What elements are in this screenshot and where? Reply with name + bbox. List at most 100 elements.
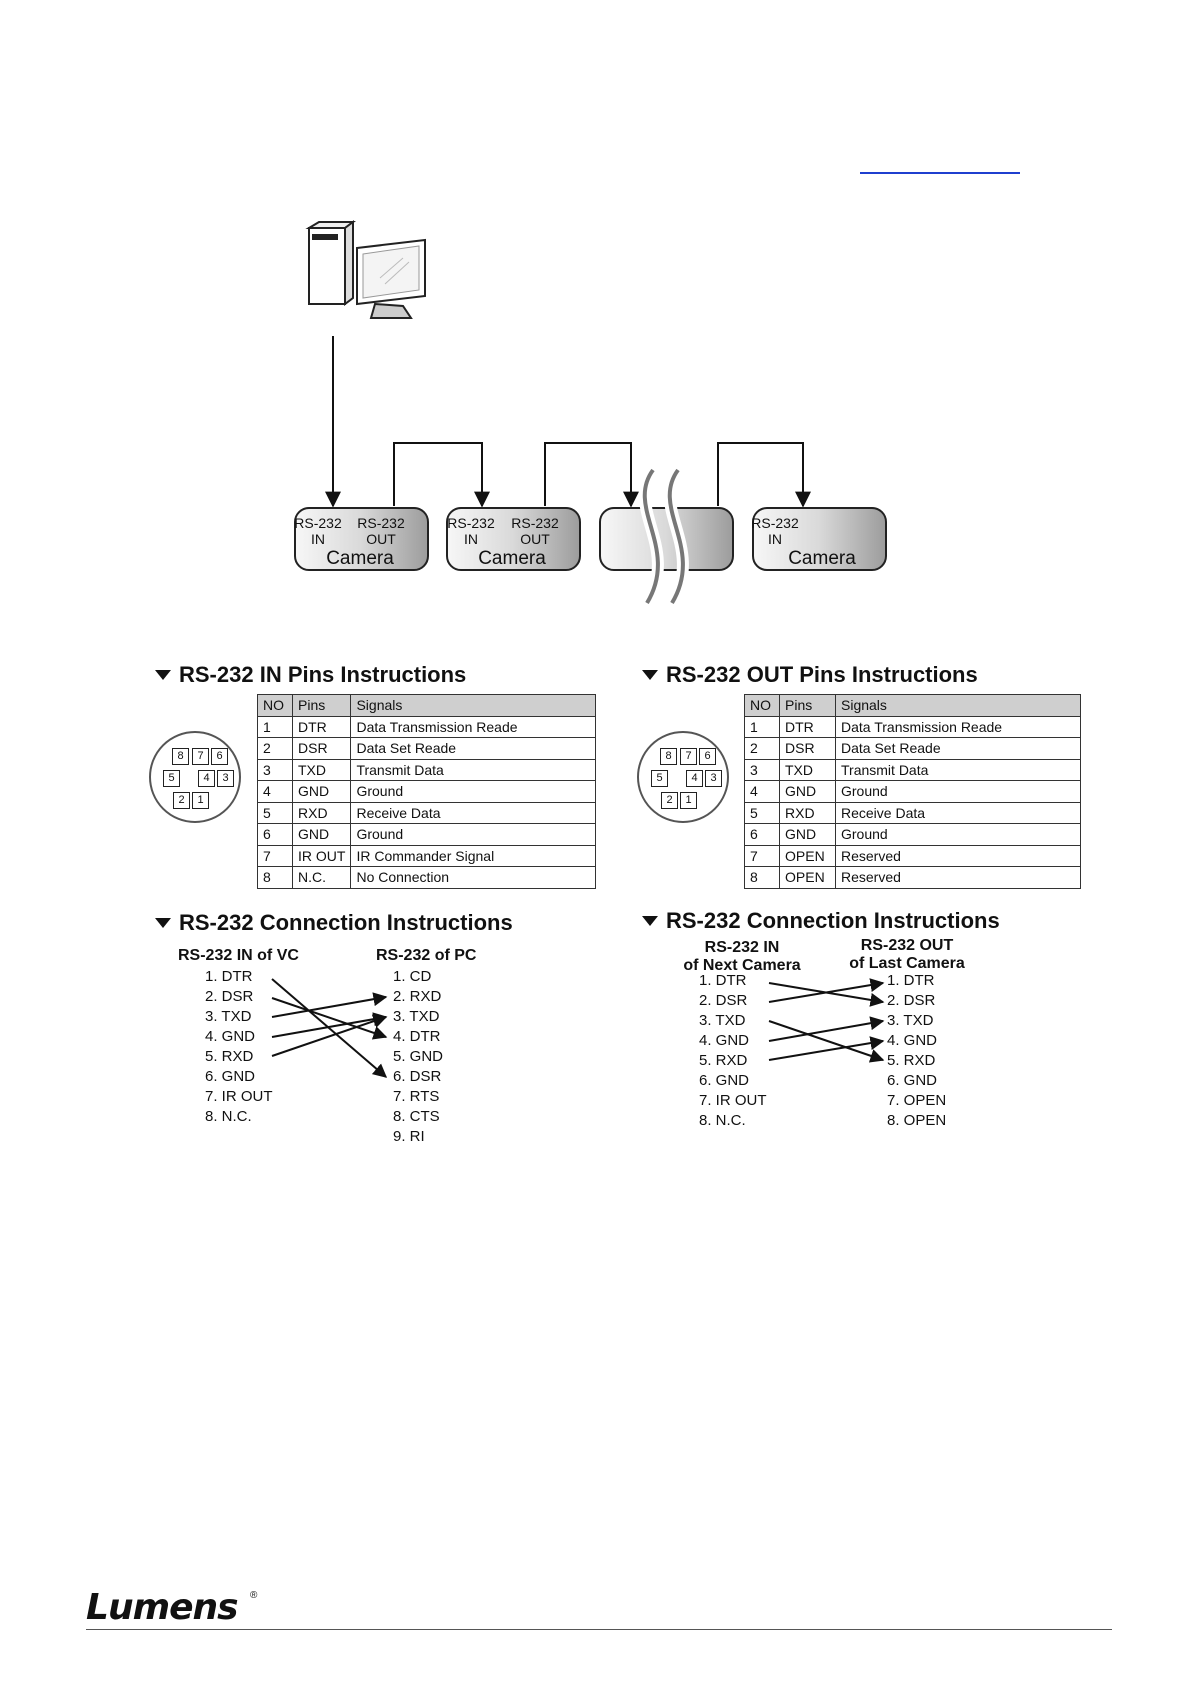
port-label: OUT xyxy=(366,531,396,547)
cell: Transmit Data xyxy=(835,758,1081,781)
footer-divider xyxy=(86,1629,1112,1630)
heading-line: RS-232 OUT xyxy=(860,937,954,954)
list-item: 1. CD xyxy=(393,968,432,985)
cell: OPEN xyxy=(779,866,836,889)
pc-column-heading: RS-232 of PC xyxy=(376,947,477,964)
cell: 5 xyxy=(257,801,293,824)
pc-pin-list: 1. CD 2. RXD 3. TXD 4. DTR 5. GND 6. DSR… xyxy=(393,967,443,1147)
pin-5: 5 xyxy=(651,770,668,787)
registered-mark: ® xyxy=(250,1590,258,1601)
port-label: RS-232 xyxy=(751,515,799,531)
list-item: 1. DTR xyxy=(205,968,253,985)
cell: 5 xyxy=(744,801,780,824)
header-cell: NO xyxy=(257,694,293,717)
header-cell: Signals xyxy=(835,694,1081,717)
cell: GND xyxy=(779,780,836,803)
port-label: RS-232 xyxy=(511,515,559,531)
list-item: 8. CTS xyxy=(393,1108,440,1125)
chain-to-last-camera-line xyxy=(717,442,811,508)
list-item: 1. DTR xyxy=(699,972,747,989)
rs232-out-connector-diagram: 8 7 6 5 4 3 2 1 xyxy=(637,731,729,823)
port-label: IN xyxy=(311,531,325,547)
cell: RXD xyxy=(779,801,836,824)
pin-4: 4 xyxy=(686,770,703,787)
camera-label: Camera xyxy=(788,548,856,569)
cell: Ground xyxy=(350,780,597,803)
list-item: 5. GND xyxy=(393,1048,444,1065)
list-item: 6. GND xyxy=(699,1072,750,1089)
daisy-chain-diagram: RS-232 IN RS-232 OUT Camera RS-232 IN RS… xyxy=(294,220,887,607)
cell: 7 xyxy=(257,844,293,867)
pin-1: 1 xyxy=(192,792,209,809)
section-title: RS-232 OUT Pins Instructions xyxy=(666,662,978,687)
rs232-in-connector-diagram: 8 7 6 5 4 3 2 1 xyxy=(149,731,241,823)
cell: GND xyxy=(291,780,352,803)
pin-6: 6 xyxy=(699,748,716,765)
cable-break-icon xyxy=(638,466,689,607)
pin-5: 5 xyxy=(163,770,180,787)
cell: TXD xyxy=(779,758,836,781)
cell: 7 xyxy=(744,844,780,867)
next-camera-column-heading: RS-232 IN of Next Camera xyxy=(677,939,807,975)
heading-line: RS-232 IN xyxy=(704,939,780,956)
cell: Ground xyxy=(835,823,1081,846)
port-label: RS-232 xyxy=(447,515,495,531)
pin-2: 2 xyxy=(661,792,678,809)
list-item: 3. TXD xyxy=(393,1008,440,1025)
cell: RXD xyxy=(291,801,352,824)
cell: IR Commander Signal xyxy=(350,844,597,867)
cell: IR OUT xyxy=(291,844,352,867)
pin-7: 7 xyxy=(680,748,697,765)
next-camera-pin-list: 1. DTR 2. DSR 3. TXD 4. GND 5. RXD 6. GN… xyxy=(699,971,767,1131)
port-label: RS-232 xyxy=(294,515,342,531)
cell: 1 xyxy=(744,715,780,738)
cell: No Connection xyxy=(350,866,597,889)
list-item: 2. DSR xyxy=(887,992,936,1009)
cell: N.C. xyxy=(291,866,352,889)
cell: DTR xyxy=(291,715,352,738)
pin-4: 4 xyxy=(198,770,215,787)
pin-7: 7 xyxy=(192,748,209,765)
list-item: 7. IR OUT xyxy=(205,1088,273,1105)
header-cell: Signals xyxy=(350,694,597,717)
cell: 4 xyxy=(744,780,780,803)
list-item: 2. DSR xyxy=(699,992,748,1009)
heading-line: of Next Camera xyxy=(683,957,801,974)
connection-heading-right: RS-232 Connection Instructions xyxy=(642,908,1000,934)
cell: 3 xyxy=(744,758,780,781)
camera-label: Camera xyxy=(478,548,546,569)
list-item: 8. N.C. xyxy=(699,1112,746,1129)
cell: Ground xyxy=(350,823,597,846)
list-item: 4. GND xyxy=(887,1032,938,1049)
list-item: 1. DTR xyxy=(887,972,935,989)
header-cell: Pins xyxy=(779,694,836,717)
pin-6: 6 xyxy=(211,748,228,765)
camera2-to-chain-line xyxy=(544,442,639,508)
cell: Data Set Reade xyxy=(350,737,597,760)
cell: Receive Data xyxy=(835,801,1081,824)
port-label: IN xyxy=(464,531,478,547)
vc-to-pc-wiring xyxy=(271,978,388,1078)
out-pins-heading: RS-232 OUT Pins Instructions xyxy=(642,662,978,688)
list-item: 6. GND xyxy=(887,1072,938,1089)
cell: DSR xyxy=(779,737,836,760)
camera-box-3 xyxy=(599,507,734,571)
pin-3: 3 xyxy=(217,770,234,787)
port-label: OUT xyxy=(520,531,550,547)
link-underline[interactable] xyxy=(860,172,1020,174)
list-item: 4. GND xyxy=(699,1032,750,1049)
cell: 1 xyxy=(257,715,293,738)
heading-line: of Last Camera xyxy=(849,955,965,972)
cell: Ground xyxy=(835,780,1081,803)
table-header-row: NO Pins Signals xyxy=(744,694,1081,717)
